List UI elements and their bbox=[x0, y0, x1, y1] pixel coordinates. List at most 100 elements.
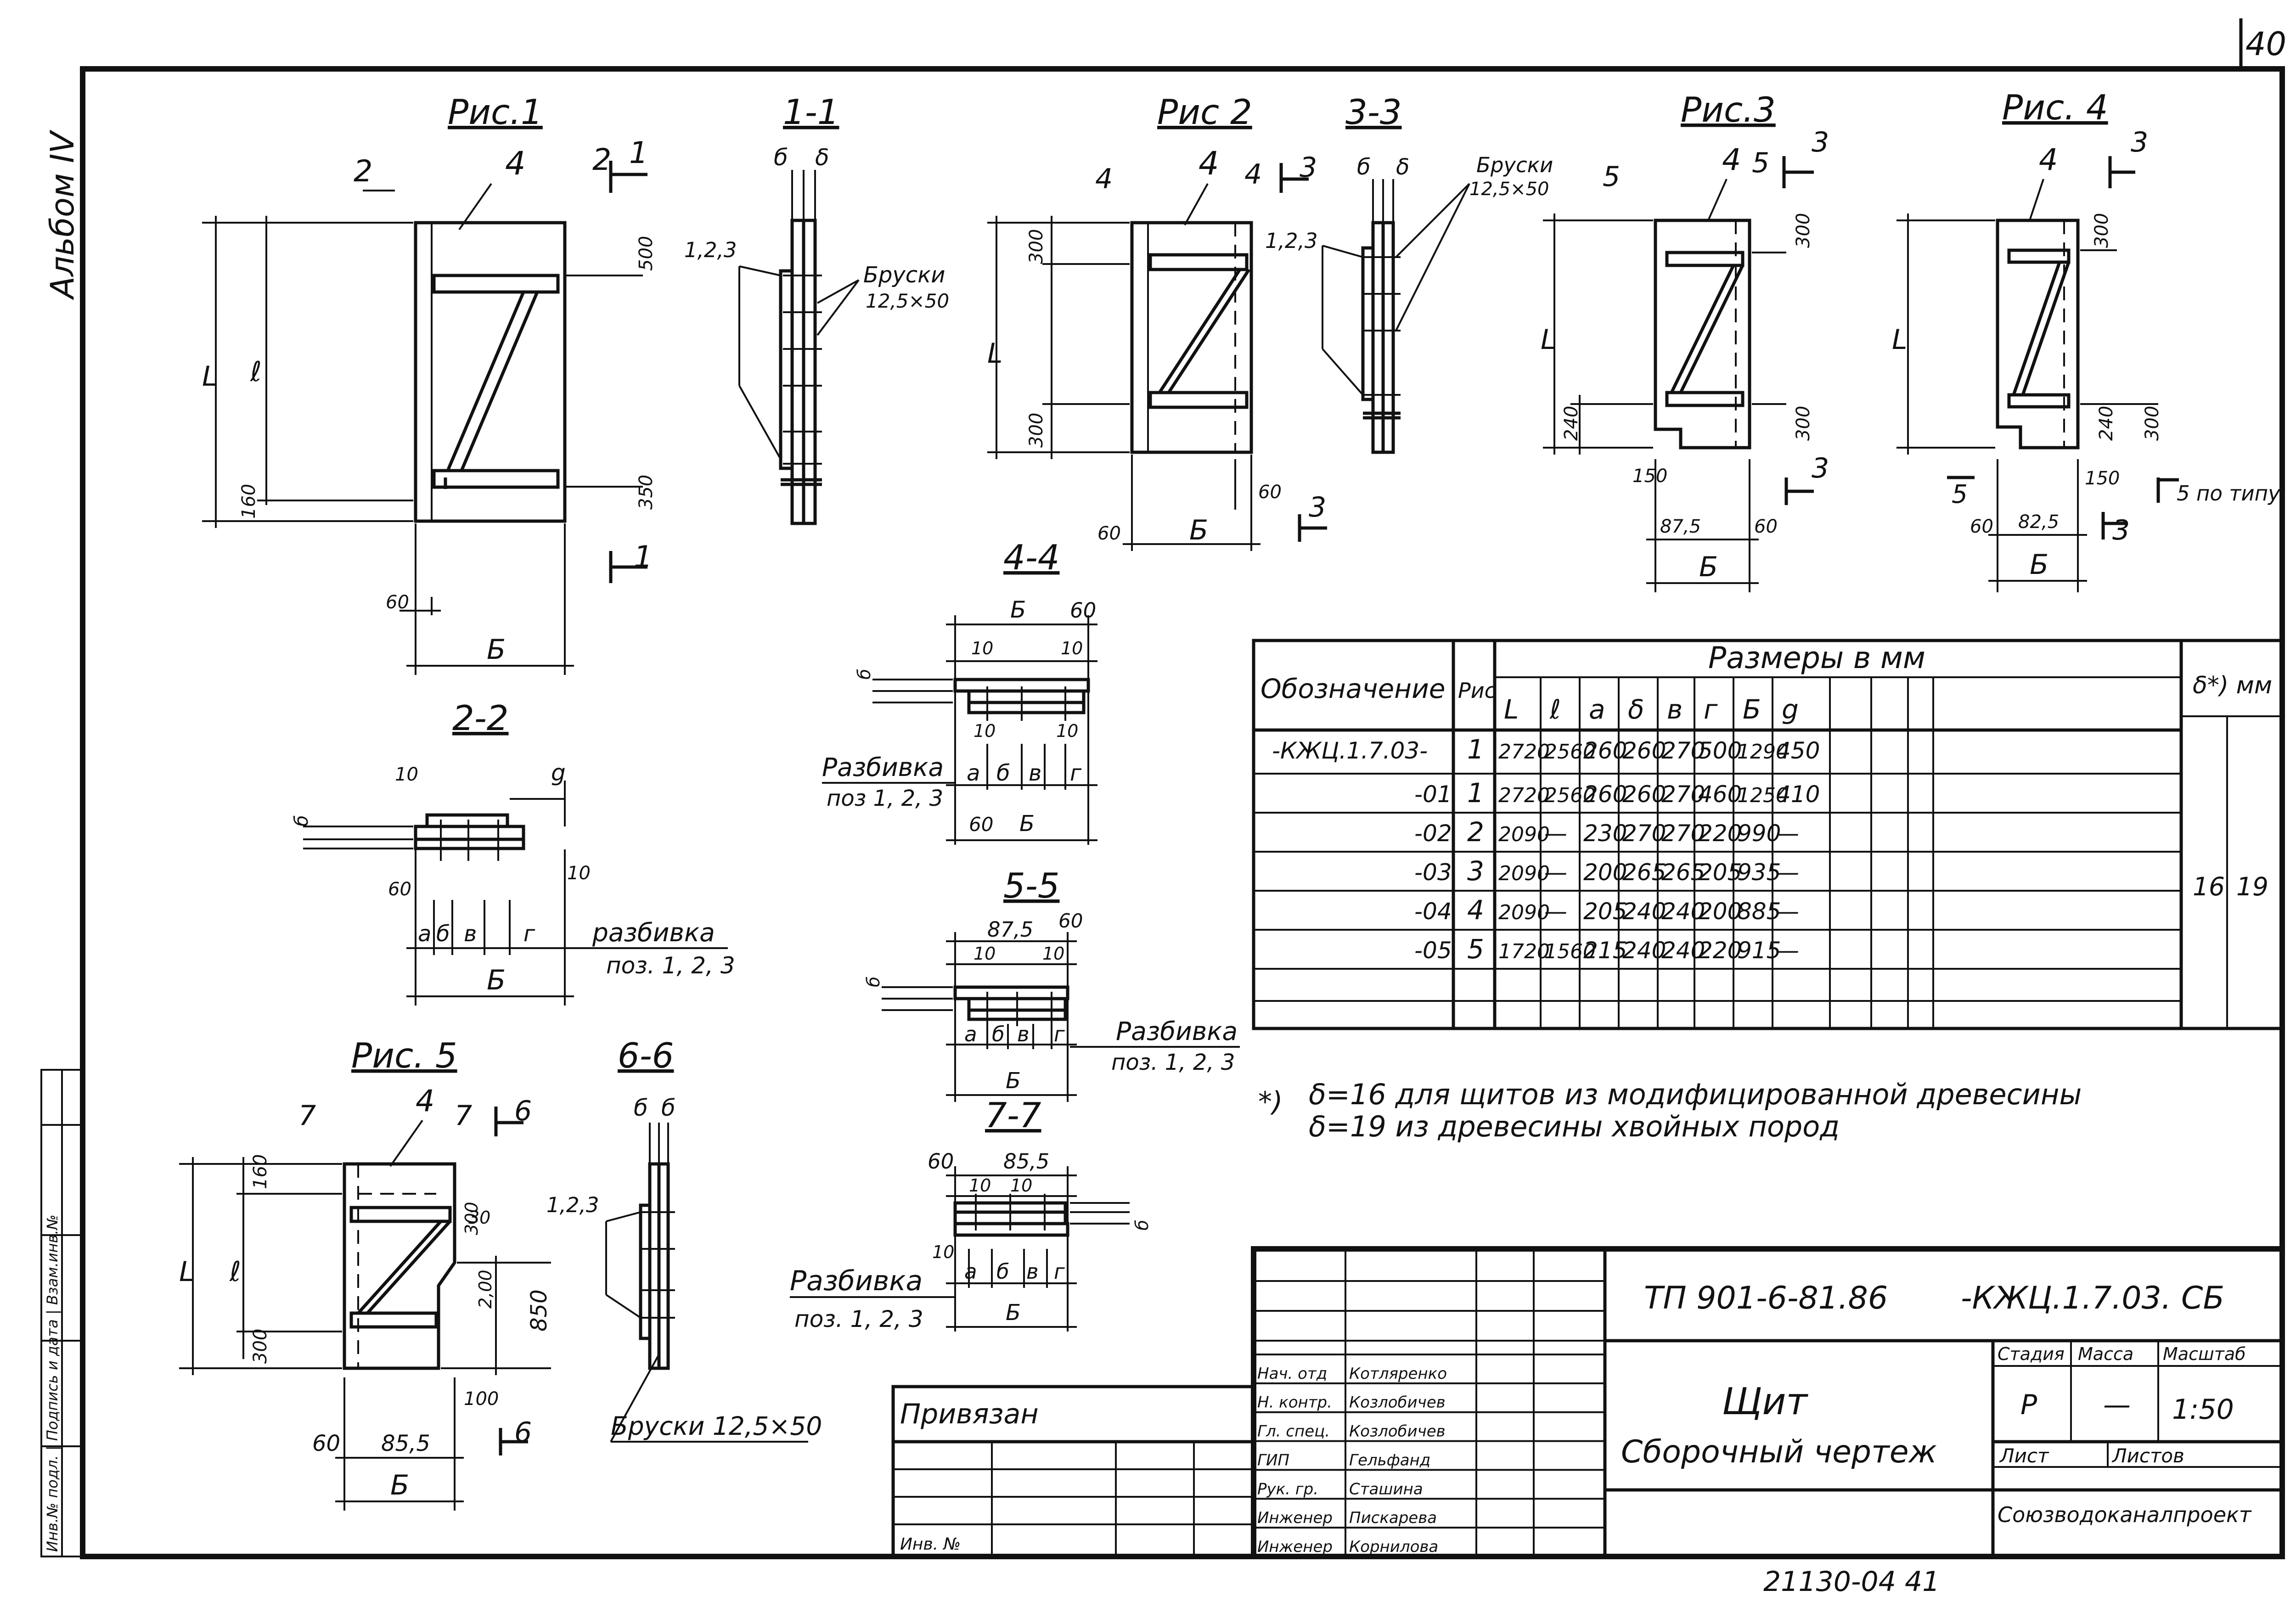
svg-text:δ=16 для щитов из модифициров: δ=16 для щитов из модифицированной древе… bbox=[1309, 1078, 2082, 1111]
svg-text:2: 2 bbox=[354, 154, 372, 189]
table-cell: — bbox=[1544, 820, 1567, 847]
svg-text:10: 10 bbox=[1061, 638, 1083, 658]
table-row-ris: 2 bbox=[1467, 816, 1484, 848]
svg-text:1,2,3: 1,2,3 bbox=[546, 1193, 599, 1217]
svg-text:240: 240 bbox=[1561, 406, 1582, 441]
table-header-sizes: Размеры в мм bbox=[1708, 641, 1925, 675]
svg-text:Рис. 4: Рис. 4 bbox=[2002, 87, 2108, 128]
svg-text:10: 10 bbox=[974, 944, 996, 964]
ris1-title: Рис.1 bbox=[448, 92, 543, 132]
table-col-header: в bbox=[1667, 694, 1683, 725]
table-cell: 260 bbox=[1622, 737, 1666, 764]
svg-text:поз. 1, 2, 3: поз. 1, 2, 3 bbox=[606, 952, 735, 979]
table-delta-16: 16 bbox=[2193, 872, 2225, 901]
section-7-7: 7-7 60 85,5 10 10 10 а б в г Б Разбивка … bbox=[790, 1095, 1152, 1332]
table-cell: 240 bbox=[1622, 937, 1666, 964]
svg-text:разбивка: разбивка bbox=[592, 918, 715, 947]
section-6-6: 6-6 1,2,3 б б Бруски 12,5×50 bbox=[546, 1035, 822, 1443]
svg-text:g: g bbox=[551, 759, 566, 786]
svg-text:100: 100 bbox=[464, 1388, 499, 1410]
svg-text:4: 4 bbox=[1095, 163, 1113, 195]
table-cell: 1250 bbox=[1737, 784, 1789, 807]
svg-text:60: 60 bbox=[1070, 598, 1096, 623]
table-row-code: -01 bbox=[1414, 781, 1452, 808]
stamp-role: Инженер bbox=[1257, 1509, 1333, 1527]
svg-text:60: 60 bbox=[969, 813, 993, 836]
svg-text:10: 10 bbox=[974, 721, 996, 741]
svg-text:Б: Б bbox=[2030, 549, 2048, 581]
stamp-role: Рук. гр. bbox=[1257, 1480, 1318, 1498]
table-col-header: L bbox=[1504, 694, 1519, 725]
svg-text:1: 1 bbox=[634, 540, 653, 574]
svg-text:Б: Б bbox=[1019, 811, 1035, 837]
svg-text:поз. 1, 2, 3: поз. 1, 2, 3 bbox=[1111, 1050, 1235, 1075]
svg-text:δ=19 из древесины хвойных пор: δ=19 из древесины хвойных пород bbox=[1309, 1110, 1840, 1143]
svg-text:в: в bbox=[1026, 1259, 1039, 1284]
svg-text:5 по типу: 5 по типу bbox=[2177, 481, 2281, 506]
table-cell: 460 bbox=[1698, 781, 1742, 808]
table-row-ris: 1 bbox=[1467, 734, 1484, 765]
svg-text:Р: Р bbox=[2020, 1389, 2037, 1421]
section-2-2: 2-2 Б а б в г разбивка поз. 1, 2, 3 g 10… bbox=[291, 698, 735, 1006]
table-cell: — bbox=[1776, 859, 1799, 886]
svg-text:б: б bbox=[996, 1259, 1009, 1284]
svg-text:—: — bbox=[2103, 1389, 2131, 1421]
table-cell: 1560 bbox=[1544, 940, 1596, 963]
svg-text:Рис.3: Рис.3 bbox=[1681, 90, 1776, 130]
table-cell: 240 bbox=[1661, 898, 1705, 925]
table-cell: 2720 bbox=[1498, 740, 1550, 764]
table-cell: 220 bbox=[1698, 820, 1742, 847]
svg-text:1,2,3: 1,2,3 bbox=[684, 238, 737, 262]
ris4-panel bbox=[1996, 219, 2080, 450]
svg-text:300: 300 bbox=[250, 1329, 271, 1364]
svg-text:3-3: 3-3 bbox=[1345, 92, 1402, 132]
svg-text:а: а bbox=[964, 1259, 977, 1284]
ris3-panel bbox=[1654, 219, 1751, 450]
table-delta-19: 19 bbox=[2236, 872, 2268, 901]
svg-text:87,5: 87,5 bbox=[987, 917, 1033, 942]
stamp-name: Козлобичев bbox=[1349, 1393, 1446, 1412]
table-cell: — bbox=[1544, 859, 1567, 886]
table-cell: 270 bbox=[1622, 820, 1666, 847]
svg-text:850: 850 bbox=[526, 1289, 552, 1332]
svg-text:поз. 1, 2, 3: поз. 1, 2, 3 bbox=[794, 1306, 923, 1332]
svg-text:а: а bbox=[967, 760, 980, 786]
svg-text:5: 5 bbox=[1752, 147, 1769, 179]
bottom-code: 21130-04 41 bbox=[1763, 1566, 1940, 1598]
svg-text:а: а bbox=[418, 921, 431, 947]
stamp-name: Котляренко bbox=[1349, 1365, 1447, 1383]
figure-ris5: Рис. 5 4 7 7 6 6 L ℓ 160 300 300 30 2,00… bbox=[179, 1035, 552, 1511]
svg-text:Б: Б bbox=[1006, 1300, 1021, 1326]
svg-text:12,5×50: 12,5×50 bbox=[1469, 179, 1549, 200]
svg-text:1: 1 bbox=[629, 136, 648, 170]
table-cell: — bbox=[1776, 898, 1799, 925]
svg-text:1:50: 1:50 bbox=[2172, 1393, 2234, 1426]
table-cell: 205 bbox=[1583, 898, 1627, 925]
table-header-delta: δ*) мм bbox=[2193, 672, 2272, 699]
table-cell: 2090 bbox=[1498, 862, 1550, 885]
svg-text:а: а bbox=[964, 1022, 977, 1046]
svg-text:в: в bbox=[1029, 760, 1041, 786]
svg-text:Рис. 5: Рис. 5 bbox=[351, 1035, 457, 1076]
svg-text:поз 1, 2, 3: поз 1, 2, 3 bbox=[827, 786, 943, 811]
svg-text:б: б bbox=[996, 760, 1010, 786]
album-label: Альбом IV bbox=[44, 129, 81, 300]
drawing-subtitle: Сборочный чертеж bbox=[1621, 1434, 1937, 1470]
table-row-ris: 5 bbox=[1467, 933, 1484, 965]
table-cell: 915 bbox=[1737, 937, 1781, 964]
table-cell: — bbox=[1544, 898, 1567, 925]
svg-text:б: б bbox=[992, 1022, 1005, 1046]
svg-text:Рис 2: Рис 2 bbox=[1157, 92, 1252, 132]
stamp-role: ГИП bbox=[1257, 1451, 1289, 1469]
svg-text:2,00: 2,00 bbox=[475, 1270, 495, 1309]
section-3-3: 3-3 1,2,3 б δ Бруски 12,5×50 bbox=[1265, 92, 1553, 454]
svg-text:б: б bbox=[1132, 1220, 1152, 1231]
drawing-title: Щит bbox=[1722, 1380, 1808, 1423]
table-cell: 1720 bbox=[1498, 940, 1550, 963]
svg-text:Б: Б bbox=[1699, 551, 1718, 583]
privyazan-block: Привязан Инв. № bbox=[891, 1385, 1255, 1558]
svg-text:б: б bbox=[661, 1095, 675, 1121]
svg-text:300: 300 bbox=[1793, 406, 1814, 441]
